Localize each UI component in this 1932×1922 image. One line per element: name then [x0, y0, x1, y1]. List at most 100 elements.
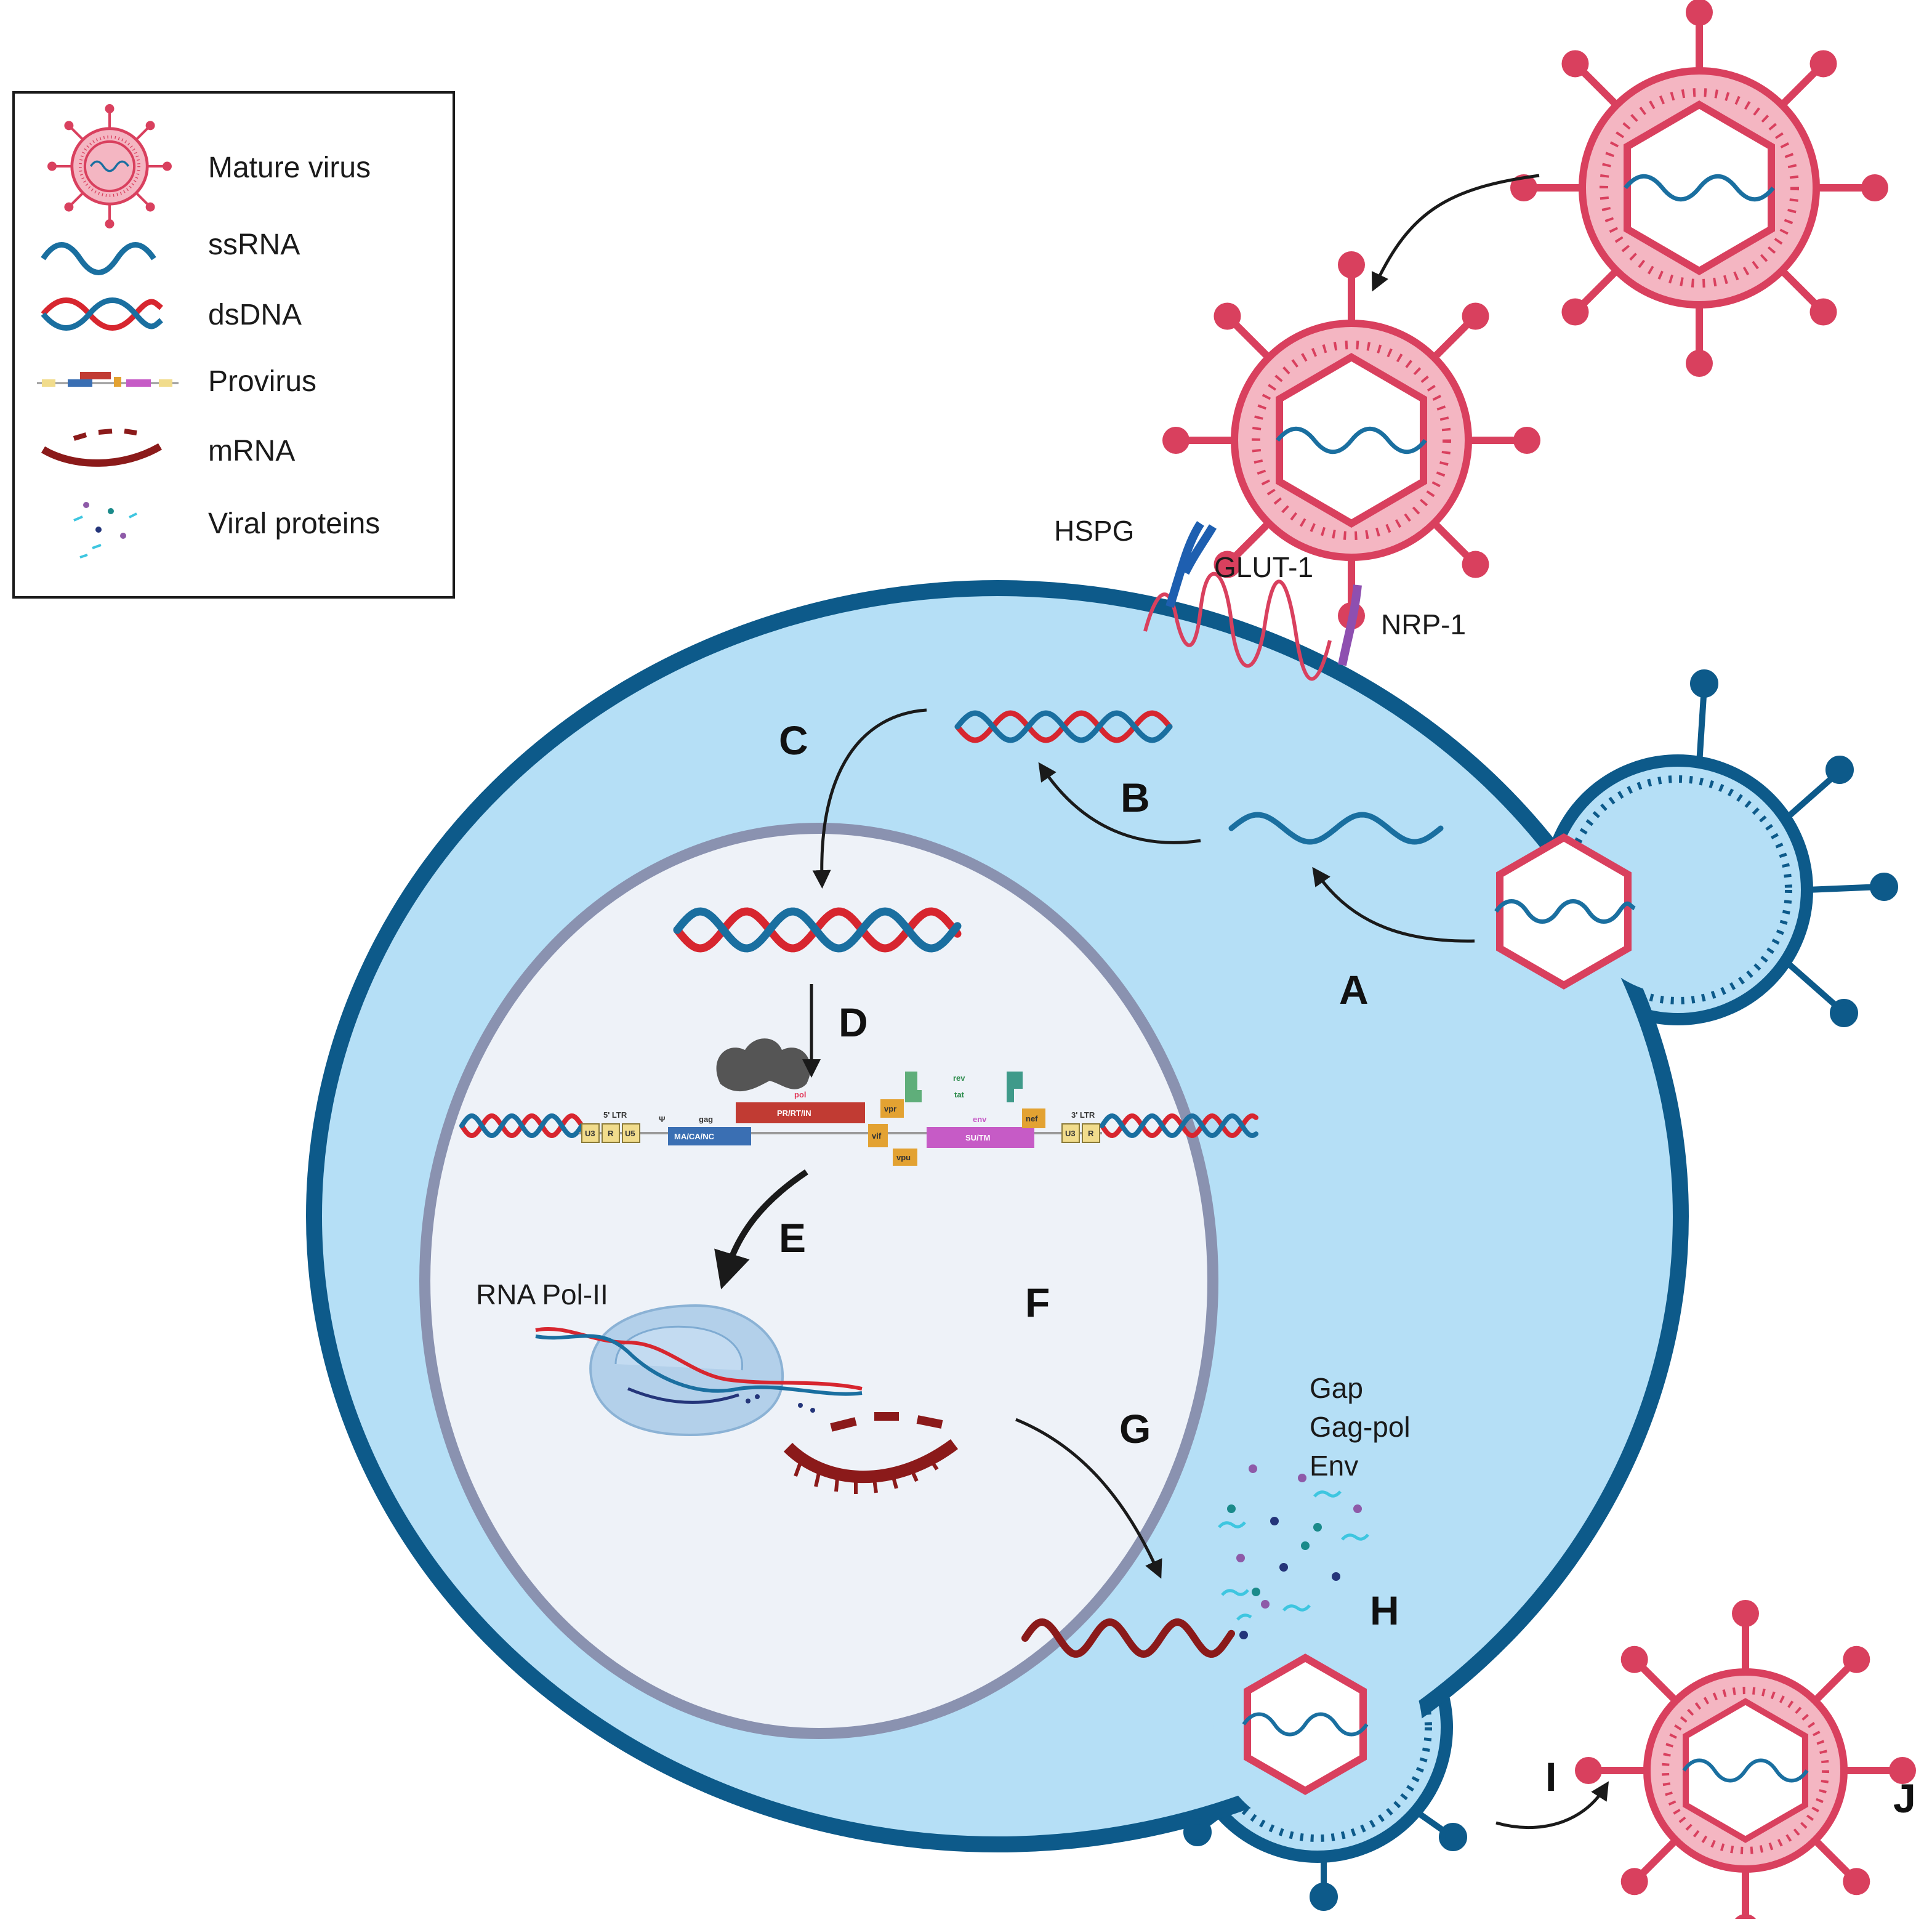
integrase-icon	[716, 1038, 811, 1092]
nucleus	[419, 823, 1218, 1739]
glut1-receptor	[1143, 571, 1332, 681]
r-box	[602, 1123, 620, 1143]
r-label: R	[608, 1129, 614, 1138]
hspg-receptor	[1165, 521, 1217, 608]
step-e-label: E	[779, 1215, 806, 1261]
mrna-cytoplasm	[1021, 1618, 1235, 1658]
tat-label: tat	[954, 1090, 965, 1099]
rev-tat-exon2-box	[1007, 1072, 1023, 1102]
nef-box	[1022, 1108, 1045, 1128]
nef-label: nef	[1026, 1114, 1038, 1123]
ssrna-icon	[41, 242, 156, 275]
exit-capsid	[1242, 1653, 1369, 1795]
virus-spikes	[1510, 0, 1888, 377]
protein-env-label: Env	[1310, 1450, 1358, 1482]
step-g-label: G	[1119, 1406, 1151, 1452]
arrows	[714, 174, 1609, 1830]
protein-gag-pol-label: Gag-pol	[1310, 1411, 1411, 1443]
hspg-label: HSPG	[1054, 515, 1134, 547]
u5-label: U5	[625, 1129, 635, 1138]
step-c-label: C	[779, 717, 808, 763]
glut1-label: GLUT-1	[1214, 551, 1313, 583]
legend-label-dsdna: dsDNA	[208, 299, 302, 331]
pol-label: pol	[794, 1090, 807, 1099]
vpr-label: vpr	[884, 1104, 896, 1113]
arrow-e	[714, 1169, 808, 1290]
rna-pol-ii-icon	[535, 1304, 863, 1437]
dsdna-nucleus	[673, 907, 962, 953]
step-a-label: A	[1339, 967, 1369, 1012]
vif-box	[868, 1124, 888, 1147]
arrow-i	[1495, 1781, 1609, 1830]
vpr-box	[880, 1099, 904, 1118]
virus-spikes	[1162, 251, 1540, 629]
dsdna-icon	[41, 297, 163, 331]
arrow-g	[1015, 1418, 1162, 1579]
vpu-label: vpu	[896, 1153, 911, 1162]
dsdna-host-right	[1100, 1113, 1258, 1139]
ma-ca-nc-label: MA/CA/NC	[674, 1132, 715, 1141]
attached-mature-virus	[1162, 251, 1540, 629]
env-box	[927, 1127, 1034, 1148]
provirus-icon	[37, 372, 179, 387]
step-b-label: B	[1121, 775, 1150, 820]
protein-gap-label: Gap	[1310, 1372, 1363, 1404]
nrp1-receptor	[1338, 584, 1362, 666]
virus-spikes	[1575, 1600, 1916, 1922]
vpu-box	[893, 1149, 917, 1166]
provirus: U3 R U5 5' LTR Ψ MA/CA/NC gag PR/RT/IN p…	[579, 1072, 1102, 1166]
viral-proteins-cluster	[1218, 1464, 1369, 1639]
ltr5-label: 5' LTR	[603, 1110, 627, 1120]
rev-tat-exon1-box	[905, 1072, 922, 1102]
step-d-label: D	[839, 999, 868, 1045]
psi-label: Ψ	[659, 1115, 666, 1124]
ltr3-label: 3' LTR	[1071, 1110, 1095, 1120]
step-i-label: I	[1545, 1754, 1556, 1799]
legend-label-viral-proteins: Viral proteins	[208, 507, 380, 540]
step-h-label: H	[1370, 1588, 1399, 1633]
pol-box	[736, 1102, 865, 1123]
mature-virus-icon	[47, 104, 172, 228]
released-mature-virus	[1575, 1600, 1916, 1922]
u3-box-3	[1061, 1123, 1080, 1143]
ssrna-cytoplasm	[1228, 812, 1444, 845]
receptor-complex	[1143, 521, 1362, 681]
gag-box	[668, 1127, 751, 1145]
pr-rt-in-label: PR/RT/IN	[777, 1108, 811, 1118]
mrna-nucleus	[783, 1412, 958, 1494]
u3-label-3: U3	[1065, 1129, 1076, 1138]
rev-label: rev	[953, 1073, 965, 1083]
su-tm-label: SU/TM	[965, 1133, 990, 1142]
arrow-b	[1038, 762, 1201, 844]
virus-spikes	[47, 104, 172, 228]
exit-bud-spikes	[1183, 1808, 1467, 1911]
dsdna-cytoplasm	[954, 710, 1173, 743]
nrp1-label: NRP-1	[1381, 608, 1466, 640]
arrow-c	[812, 708, 927, 889]
legend-label-ssrna: ssRNA	[208, 228, 300, 261]
legend-label-mrna: mRNA	[208, 435, 295, 467]
r-label-3: R	[1088, 1129, 1094, 1138]
legend-label-provirus: Provirus	[208, 365, 316, 398]
vif-label: vif	[872, 1131, 882, 1141]
dsdna-host-left	[459, 1113, 584, 1139]
entry-bud-spikes	[1690, 669, 1898, 1027]
incoming-mature-virus	[1510, 0, 1888, 377]
step-j-label: J	[1893, 1775, 1916, 1821]
arrow-attach	[1371, 174, 1540, 292]
env-label: env	[973, 1115, 987, 1124]
u3-box	[581, 1123, 600, 1143]
mrna-icon	[41, 429, 163, 467]
gag-label: gag	[699, 1115, 713, 1124]
rna-pol-ii-label: RNA Pol-II	[476, 1278, 608, 1310]
entry-capsid	[1494, 833, 1636, 990]
arrow-a	[1312, 866, 1475, 943]
viral-proteins-icon	[73, 502, 137, 559]
u5-box	[622, 1123, 640, 1143]
legend-label-mature-virus: Mature virus	[208, 151, 371, 184]
r-box-3	[1082, 1123, 1100, 1143]
legend: Mature virus ssRNA dsDNA Provirus mRNA V…	[12, 91, 455, 599]
u3-label: U3	[585, 1129, 595, 1138]
